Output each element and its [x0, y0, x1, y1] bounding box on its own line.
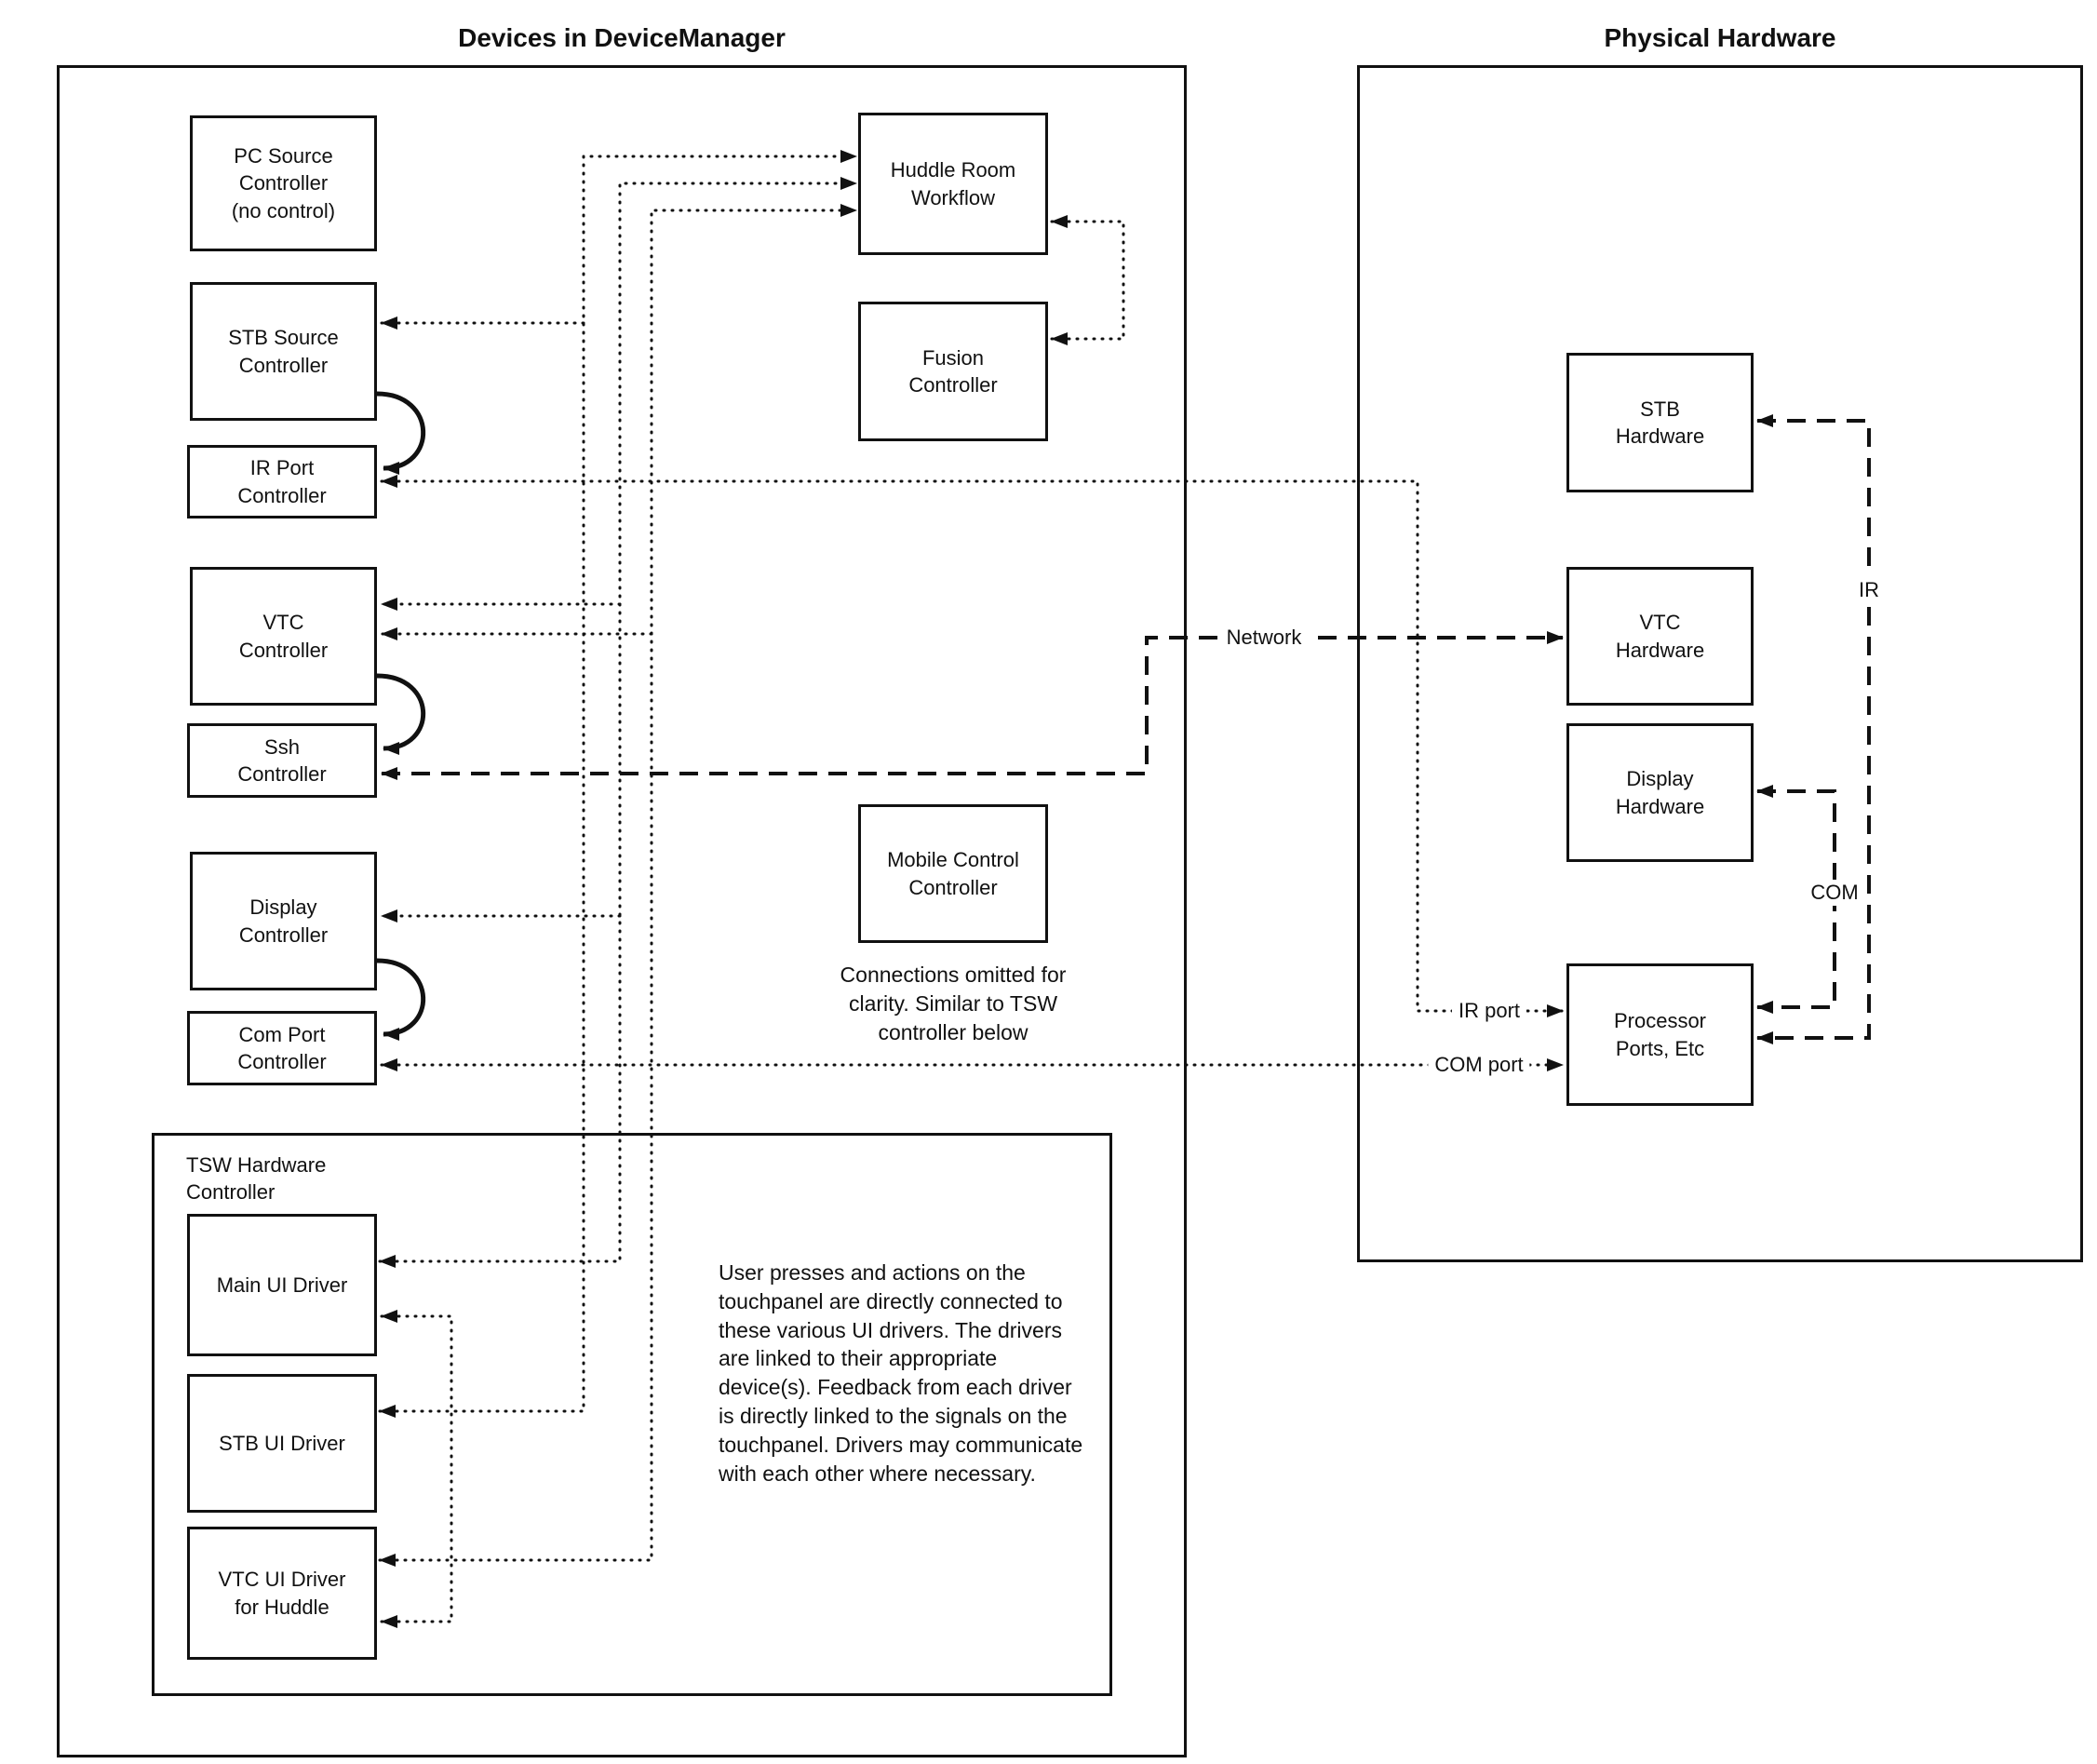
- network-edge-label: Network: [1219, 625, 1309, 651]
- tsw-hardware-controller-label: TSW Hardware Controller: [186, 1153, 327, 1204]
- stb-hardware-label: STB Hardware: [1615, 397, 1705, 448]
- node-mobile-control-controller: Mobile Control Controller: [858, 804, 1048, 943]
- node-huddle-room-workflow: Huddle Room Workflow: [858, 113, 1048, 255]
- display-controller-label: Display Controller: [238, 895, 329, 947]
- mobile-control-note: Connections omitted for clarity. Similar…: [840, 963, 1067, 1044]
- title-device-manager: Devices in DeviceManager: [458, 23, 786, 52]
- node-vtc-hardware: VTC Hardware: [1566, 567, 1754, 706]
- node-ir-port-controller: IR Port Controller: [187, 445, 377, 518]
- node-fusion-controller: Fusion Controller: [858, 302, 1048, 441]
- com-edge-label: COM: [1804, 880, 1865, 906]
- ir-edge-label: IR: [1852, 577, 1886, 603]
- vtc-controller-label: VTC Controller: [238, 611, 329, 662]
- tsw-description-paragraph: User presses and actions on the touchpan…: [719, 1260, 1083, 1486]
- stb-source-controller-label: STB Source Controller: [228, 326, 339, 377]
- node-display-controller: Display Controller: [190, 852, 377, 990]
- node-ssh-controller: Ssh Controller: [187, 723, 377, 798]
- node-stb-hardware: STB Hardware: [1566, 353, 1754, 492]
- node-vtc-controller: VTC Controller: [190, 567, 377, 706]
- ir-port-edge-label: IR port: [1451, 998, 1527, 1024]
- node-vtc-ui-driver: VTC UI Driver for Huddle: [187, 1527, 377, 1660]
- node-stb-source-controller: STB Source Controller: [190, 282, 377, 421]
- display-hardware-label: Display Hardware: [1615, 767, 1705, 818]
- title-physical-hardware: Physical Hardware: [1604, 23, 1836, 52]
- com-port-edge-label: COM port: [1428, 1052, 1530, 1078]
- mobile-control-controller-label: Mobile Control Controller: [887, 848, 1019, 899]
- stb-ui-driver-label: STB UI Driver: [219, 1431, 345, 1455]
- pc-source-controller-label: PC Source Controller (no control): [231, 144, 336, 222]
- vtc-hardware-label: VTC Hardware: [1615, 611, 1705, 662]
- node-display-hardware: Display Hardware: [1566, 723, 1754, 862]
- fusion-controller-label: Fusion Controller: [908, 345, 998, 397]
- processor-ports-label: Processor Ports, Etc: [1613, 1009, 1707, 1060]
- node-pc-source-controller: PC Source Controller (no control): [190, 115, 377, 251]
- ssh-controller-label: Ssh Controller: [237, 734, 327, 786]
- node-processor-ports: Processor Ports, Etc: [1566, 963, 1754, 1106]
- main-ui-driver-label: Main UI Driver: [216, 1273, 348, 1297]
- com-port-controller-label: Com Port Controller: [237, 1022, 327, 1073]
- huddle-room-workflow-label: Huddle Room Workflow: [890, 158, 1016, 209]
- node-stb-ui-driver: STB UI Driver: [187, 1374, 377, 1513]
- ir-port-controller-label: IR Port Controller: [237, 456, 327, 507]
- vtc-ui-driver-label: VTC UI Driver for Huddle: [218, 1568, 346, 1619]
- node-com-port-controller: Com Port Controller: [187, 1011, 377, 1085]
- node-main-ui-driver: Main UI Driver: [187, 1214, 377, 1356]
